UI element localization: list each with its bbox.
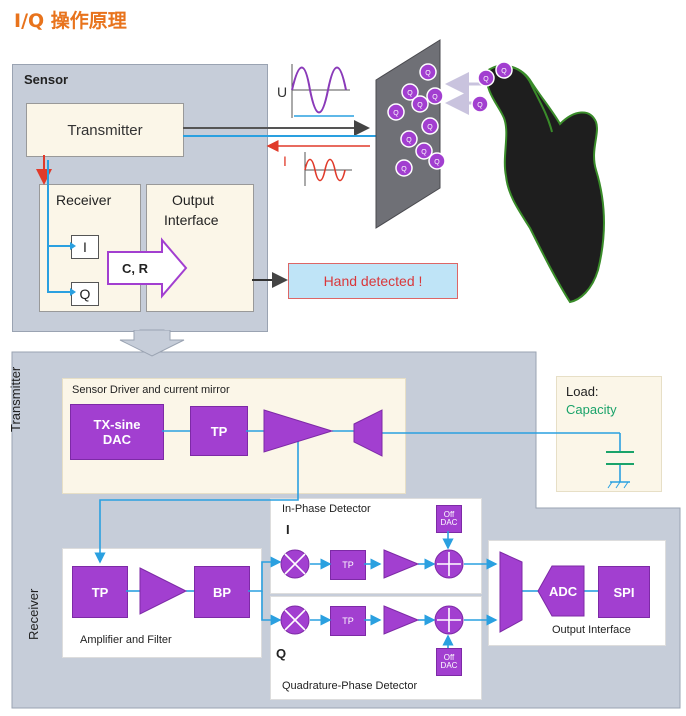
u-sine-wave <box>291 66 347 114</box>
adc-label: ADC <box>549 584 578 599</box>
hand-icon <box>484 64 605 304</box>
tx-sine-dac-block: TX-sine DAC <box>70 404 164 460</box>
receiver-label: Receiver <box>56 192 112 208</box>
i-sine-wave <box>304 158 346 182</box>
receiver-amp-triangle <box>139 567 188 615</box>
tx-sine-dac-line1: TX-sine <box>93 417 141 432</box>
driver-amp-triangle <box>263 409 334 453</box>
output-interface-label-1: Output <box>172 192 215 208</box>
svg-text:Q: Q <box>425 70 431 77</box>
quad-off-dac-line2: DAC <box>440 661 458 670</box>
receiver-blue-path <box>47 160 70 293</box>
current-mirror-shape <box>353 409 383 457</box>
driver-title: Sensor Driver and current mirror <box>72 384 230 396</box>
svg-text:Q: Q <box>421 149 427 156</box>
i-mixer-icon <box>280 549 310 579</box>
svg-text:Q: Q <box>393 110 399 117</box>
load-value: Capacity <box>566 402 617 417</box>
i-amp-triangle <box>383 549 420 579</box>
mux-shape <box>499 551 523 633</box>
quad-off-dac-line1: Off <box>443 653 455 662</box>
page-title: I/Q 操作原理 <box>14 10 127 32</box>
transmitter-label: Transmitter <box>67 121 143 139</box>
svg-text:Q: Q <box>406 137 412 144</box>
load-area <box>556 376 662 492</box>
i-signal-label: I <box>283 153 287 169</box>
u-signal-label: U <box>277 84 287 100</box>
amp-bp-block: BP <box>194 566 250 618</box>
tx-sine-dac-line2: DAC <box>102 432 132 447</box>
output-interface-label-2: Interface <box>164 212 219 228</box>
in-phase-i-mark: I <box>286 522 290 537</box>
in-phase-off-dac-block: Off DAC <box>436 505 462 533</box>
svg-text:Q: Q <box>427 124 433 131</box>
amp-filter-label: Amplifier and Filter <box>80 634 172 646</box>
quadrature-title: Quadrature-Phase Detector <box>282 680 418 692</box>
svg-text:Q: Q <box>407 90 413 97</box>
svg-text:Q: Q <box>501 68 507 75</box>
quad-q-mark: Q <box>276 646 287 661</box>
svg-text:Q: Q <box>417 102 423 109</box>
adc-block <box>537 565 585 617</box>
q-mixer-icon <box>280 605 310 635</box>
quad-tp-block: TP <box>330 606 366 636</box>
transmitter-block: Transmitter <box>26 103 184 157</box>
in-phase-off-dac-line1: Off <box>443 510 455 519</box>
sensor-label: Sensor <box>24 72 69 87</box>
svg-text:Q: Q <box>477 102 483 109</box>
svg-text:Q: Q <box>432 94 438 101</box>
q-amp-triangle <box>383 605 420 635</box>
i-box: I <box>71 235 99 259</box>
load-title: Load: <box>566 384 599 399</box>
svg-text:Q: Q <box>401 166 407 173</box>
hand-detected-badge: Hand detected ! <box>288 263 458 299</box>
spi-block: SPI <box>598 566 650 618</box>
hand-detected-text: Hand detected ! <box>323 273 423 289</box>
bottom-output-label: Output Interface <box>552 624 631 636</box>
amp-tp-block: TP <box>72 566 128 618</box>
i-arrowhead-icon <box>70 242 76 250</box>
electrode-charge-labels: QQQ QQQ QQQ Q <box>393 70 440 173</box>
i-adder-icon <box>434 549 464 579</box>
in-phase-title: In-Phase Detector <box>282 503 371 515</box>
hand-charge-labels: Q Q Q <box>477 68 507 109</box>
q-arrowhead-icon <box>70 288 76 296</box>
capacitor-icon <box>606 451 634 489</box>
svg-text:Q: Q <box>434 159 440 166</box>
q-box: Q <box>71 282 99 306</box>
in-phase-off-dac-line2: DAC <box>440 518 458 527</box>
cr-arrow-icon <box>107 237 188 299</box>
quad-off-dac-block: Off DAC <box>436 648 462 676</box>
driver-tp-block: TP <box>190 406 248 456</box>
cr-arrow-text: C, R <box>122 261 149 276</box>
top-diagram-svg: C, R U I QQQ QQQ QQQ Q QQQ <box>36 39 605 340</box>
hand-charges <box>471 61 513 113</box>
svg-text:Q: Q <box>483 76 489 83</box>
electrode-charges <box>387 63 446 177</box>
q-adder-icon <box>434 605 464 635</box>
